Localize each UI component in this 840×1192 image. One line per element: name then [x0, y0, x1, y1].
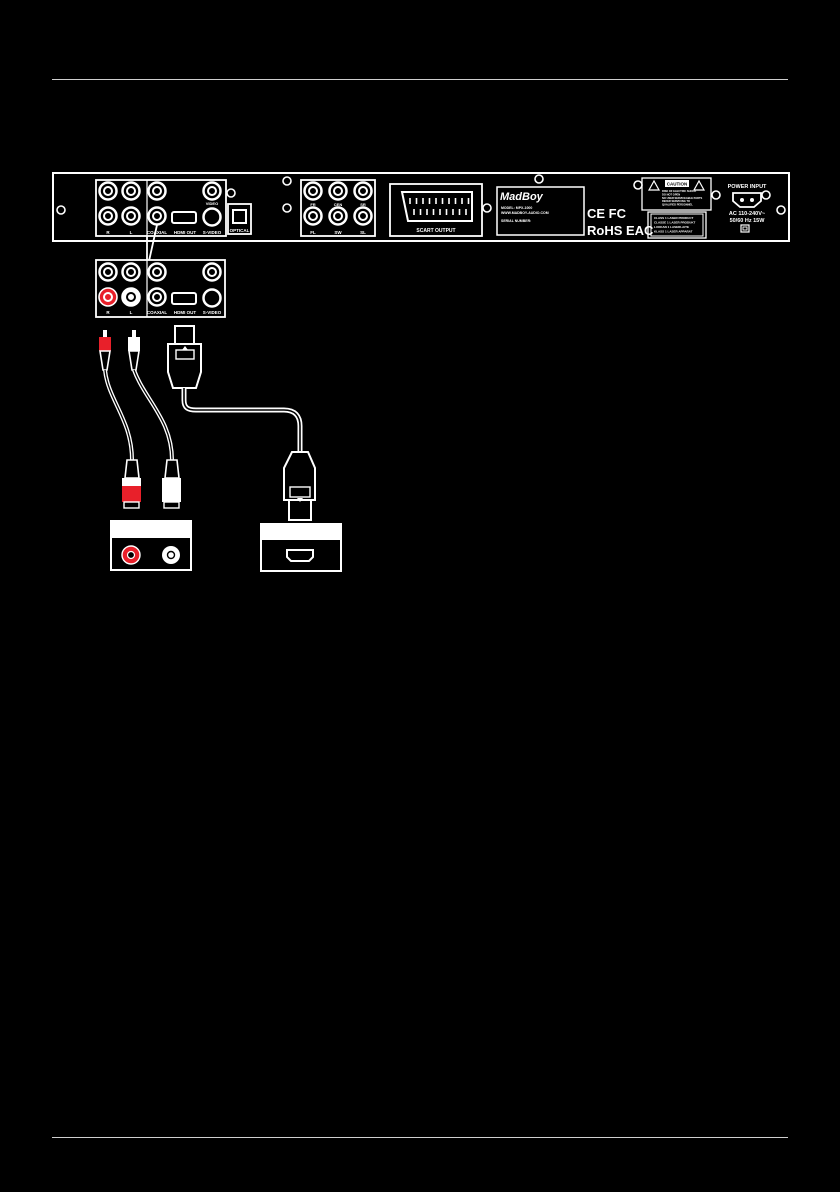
hdmi-cable [167, 325, 316, 521]
label-r: R [106, 310, 110, 315]
label-r: R [106, 230, 110, 235]
warning-triangle-icon [692, 179, 706, 191]
s-video-port[interactable] [202, 207, 222, 227]
label-s-video: S-VIDEO [203, 310, 222, 315]
red-plug-bottom [122, 486, 141, 502]
label-video: VIDEO [206, 201, 218, 206]
label-hdmi-out: HDMI OUT [174, 310, 196, 315]
label-sl: SL [360, 230, 366, 235]
label-sw: SW [334, 230, 342, 235]
top-rule [52, 79, 788, 80]
caution-lines-line: DO NOT OPEN [662, 192, 680, 196]
av-connector-block: R L COAXIAL HDMI OUT S-VIDEO VIDEO [95, 179, 227, 237]
bottom-rule [52, 1137, 788, 1138]
laser-lines-line: CLASSE 1 LASER PRODUKT [654, 221, 696, 225]
white-plug-top [128, 337, 140, 351]
rear-panel: R L COAXIAL HDMI OUT S-VIDEO VIDEO OPTIC… [52, 172, 790, 242]
freq-rating: 50/60 Hz 15W [730, 218, 766, 224]
audio-l-jack-highlighted[interactable] [121, 287, 141, 307]
double-insulation-icon [740, 224, 750, 233]
label-coaxial: COAXIAL [147, 310, 168, 315]
label-power-input: POWER INPUT [728, 184, 767, 190]
label-l: L [130, 230, 133, 235]
tv-hdmi-input [260, 523, 342, 572]
brand-serial: SERIAL NUMBER: [501, 219, 531, 223]
caution-title: CAUTION [667, 182, 688, 187]
tv-audio-l-jack[interactable] [162, 546, 180, 564]
rohs-eac-mark: RoHS EAC [587, 223, 654, 238]
power-socket[interactable] [732, 192, 762, 208]
optical-port[interactable]: OPTICAL [227, 203, 252, 235]
ac-rating: AC 110-240V~ [729, 211, 765, 217]
hdmi-out-port[interactable] [171, 211, 197, 224]
ce-fc-mark: CE FC [587, 206, 627, 221]
label-l: L [130, 310, 133, 315]
tv-hdmi-port[interactable] [286, 549, 314, 562]
label-s-video: S-VIDEO [203, 230, 222, 235]
label-fr: FR [310, 202, 315, 207]
brand-label: MadBoy MODEL: MPX-1000 WWW.MADBOY-AUDIO.… [496, 186, 585, 236]
laser-lines-line: LUOKAN 1 LASERLAITE [654, 225, 689, 229]
audio-r-jack-highlighted[interactable] [98, 287, 118, 307]
power-input: POWER INPUT AC 110-240V~ 50/60 Hz 15W [728, 184, 767, 233]
red-plug-top [99, 337, 111, 351]
brand-website: WWW.MADBOY-AUDIO.COM [501, 211, 549, 215]
hdmi-out-port[interactable] [171, 292, 197, 305]
caution-lines-line: NO USER SERVICEABLE PARTS [662, 196, 703, 200]
scart-output-port[interactable]: SCART OUTPUT [389, 183, 483, 237]
surround-output-block: FR CEN SR FL SW SL [300, 179, 376, 237]
rca-cable [99, 330, 181, 509]
label-coaxial: COAXIAL [147, 230, 168, 235]
warning-triangle-icon [647, 179, 661, 191]
label-hdmi-out: HDMI OUT [174, 230, 196, 235]
laser-lines-line: KLASS 1 LASER APPARAT [654, 230, 693, 234]
av-connector-zoom: R L COAXIAL HDMI OUT S-VIDEO [95, 259, 226, 318]
label-scart-output: SCART OUTPUT [416, 228, 455, 234]
brand-logo: MadBoy [500, 191, 544, 203]
white-plug-bottom [162, 486, 181, 502]
caution-lines-line: QUALIFIED PERSONNEL [662, 203, 693, 207]
tv-audio-input [110, 520, 192, 571]
label-fl: FL [310, 230, 316, 235]
label-optical: OPTICAL [230, 228, 250, 233]
caution-lines-line: REFER SERVICING TO [662, 199, 690, 203]
label-cen: CEN [334, 202, 343, 207]
caution-lines-line: RISK OF ELECTRIC SHOCK [662, 189, 696, 193]
laser-lines-line: CLASS 1 LASER PRODUCT [654, 216, 694, 220]
s-video-port[interactable] [202, 288, 222, 308]
brand-model: MODEL: MPX-1000 [501, 206, 532, 210]
label-sr: SR [360, 202, 366, 207]
